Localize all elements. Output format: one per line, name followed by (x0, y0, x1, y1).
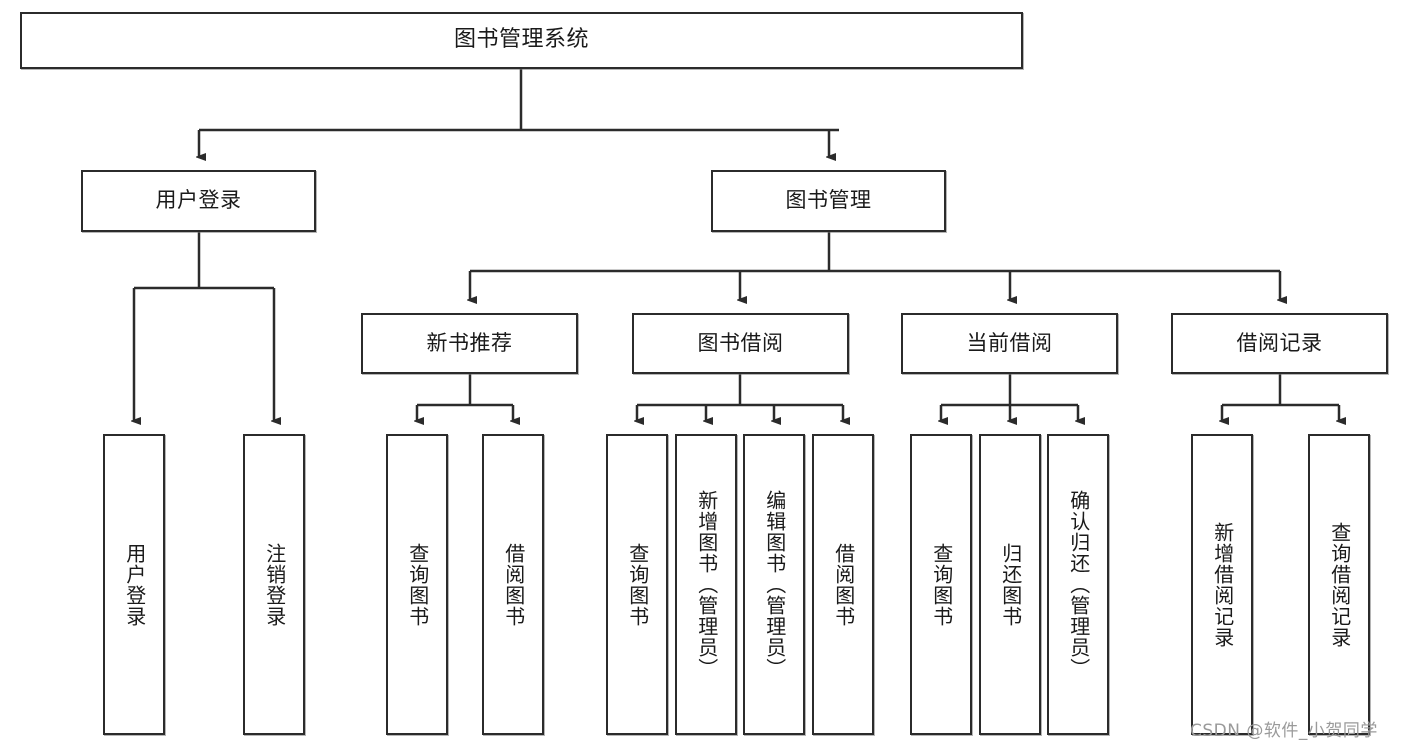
node-book-borrowing[interactable]: 图书借阅 (632, 313, 849, 374)
node-borrowing-record[interactable]: 借阅记录 (1171, 313, 1388, 374)
leaf-current-return-book[interactable]: 归还图书 (979, 434, 1041, 735)
node-current-borrowing[interactable]: 当前借阅 (901, 313, 1118, 374)
leaf-record-add-borrow-record[interactable]: 新增借阅记录 (1191, 434, 1253, 735)
leaf-user-login[interactable]: 用户登录 (103, 434, 165, 735)
leaf-current-confirm-return-admin[interactable]: 确认归还（管理员） (1047, 434, 1109, 735)
watermark-credit: CSDN @软件_小贺同学 (1190, 721, 1378, 741)
node-user-login[interactable]: 用户登录 (81, 170, 316, 232)
leaf-borrowing-lend-book[interactable]: 借阅图书 (812, 434, 874, 735)
leaf-borrowing-edit-book-admin[interactable]: 编辑图书（管理员） (743, 434, 805, 735)
leaf-record-query-borrow-record[interactable]: 查询借阅记录 (1308, 434, 1370, 735)
leaf-recommend-borrow-book[interactable]: 借阅图书 (482, 434, 544, 735)
leaf-current-query-book[interactable]: 查询图书 (910, 434, 972, 735)
node-root-book-management-system[interactable]: 图书管理系统 (20, 12, 1023, 69)
leaf-borrowing-query-book[interactable]: 查询图书 (606, 434, 668, 735)
node-book-management[interactable]: 图书管理 (711, 170, 946, 232)
leaf-user-logout[interactable]: 注销登录 (243, 434, 305, 735)
leaf-recommend-query-book[interactable]: 查询图书 (386, 434, 448, 735)
leaf-borrowing-add-book-admin[interactable]: 新增图书（管理员） (675, 434, 737, 735)
node-new-book-recommendation[interactable]: 新书推荐 (361, 313, 578, 374)
